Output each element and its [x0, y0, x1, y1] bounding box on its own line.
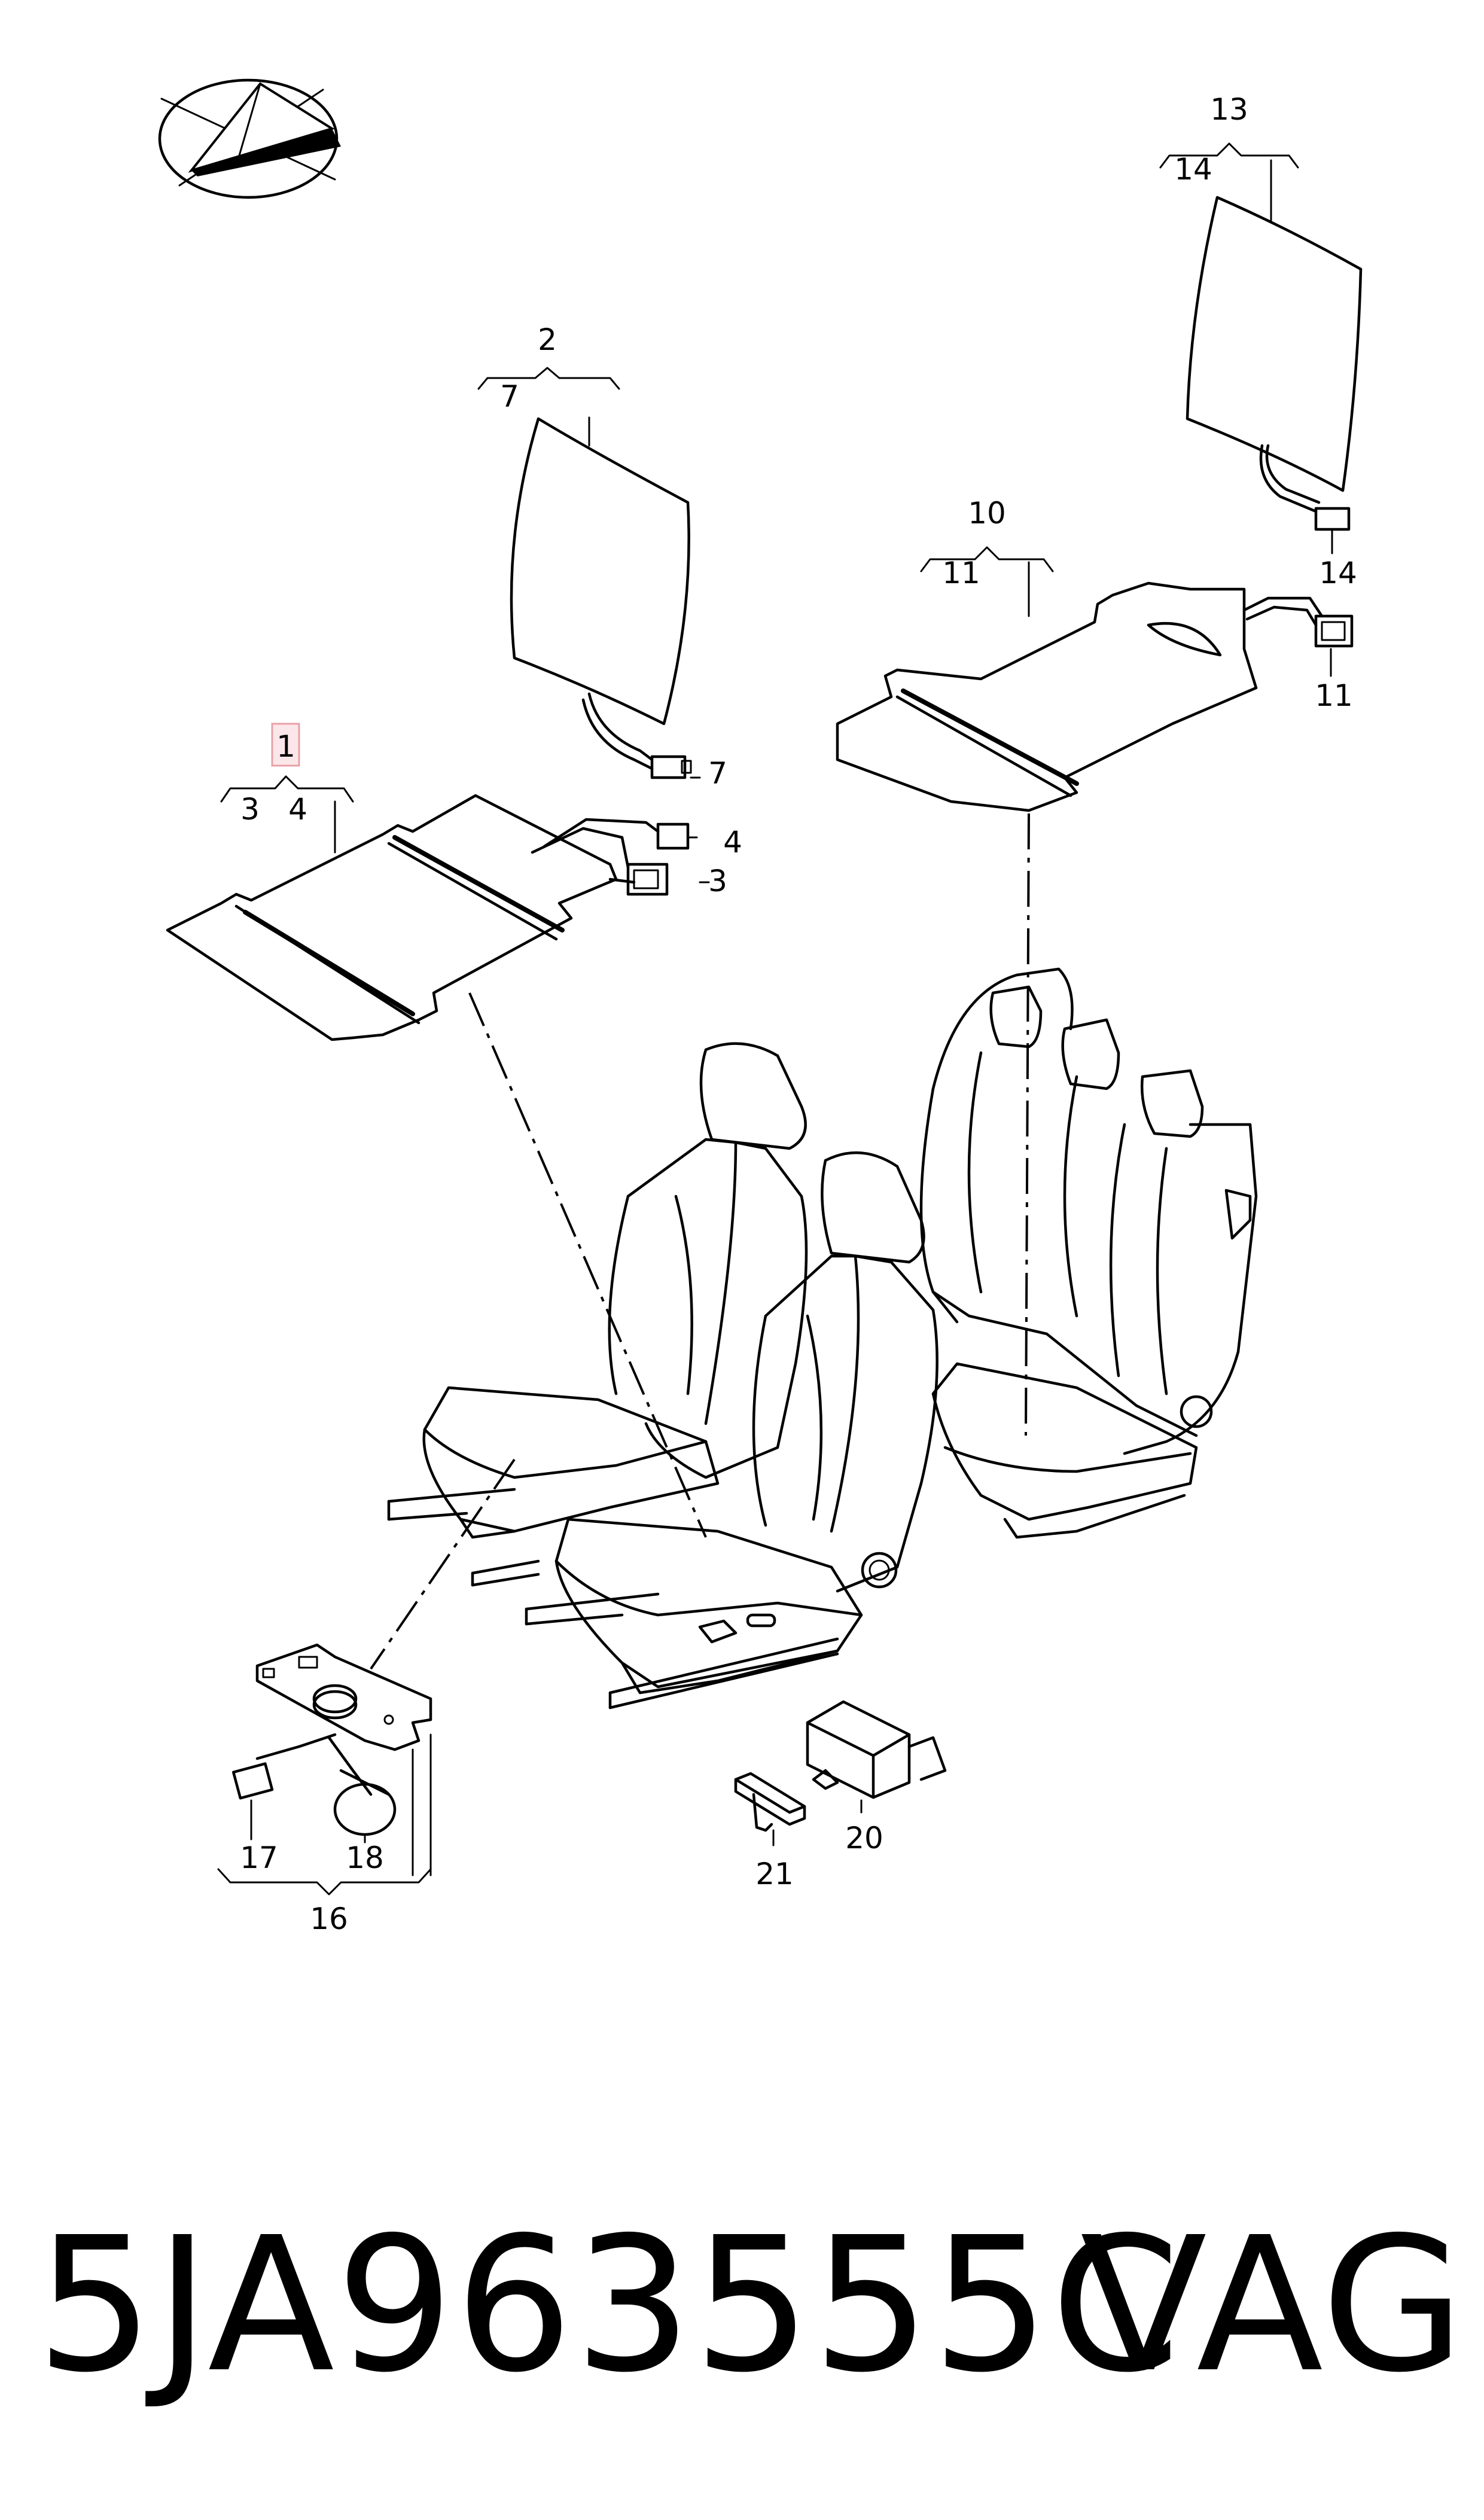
callout-2-group: 2 7 7: [477, 322, 727, 791]
callout-14-secondary: 14: [1174, 152, 1212, 187]
seats-illustration: [387, 967, 1258, 1710]
callout-20: 20: [845, 1821, 883, 1855]
callout-18: 18: [346, 1841, 384, 1875]
callout-1-highlight: [271, 723, 300, 767]
callout-10: 10: [968, 496, 1006, 531]
callout-13-group: 13 14 14: [1159, 92, 1357, 590]
brand-name: VAG: [1080, 2198, 1466, 2414]
callout-11: 11: [1315, 678, 1353, 713]
callout-17: 17: [240, 1841, 278, 1875]
callout-2: 2: [538, 322, 557, 357]
part-21-bracket: [734, 1772, 806, 1846]
part-1-cushion-mat: [166, 794, 698, 1041]
part-20-control-unit: [806, 1700, 947, 1814]
paper-plane-logo-icon: [158, 78, 341, 199]
callout-7-secondary: 7: [500, 379, 519, 414]
callout-14: 14: [1319, 556, 1357, 590]
callout-16: 16: [310, 1902, 348, 1936]
callout-11-secondary: 11: [942, 556, 980, 590]
callout-16-group: 17 18 16: [217, 1841, 432, 1936]
callout-1-group: 1 3 4 4 3: [220, 723, 742, 898]
callout-10-group: 10 11 11: [920, 496, 1353, 713]
callout-3: 3: [708, 864, 727, 898]
part-10-rear-cushion-mat: [836, 561, 1354, 812]
callout-4: 4: [723, 825, 742, 860]
callout-3-secondary: 3: [240, 792, 260, 827]
leader-lines: [370, 813, 1030, 1670]
callout-13: 13: [1210, 92, 1248, 127]
part-2-backrest-mat: [510, 416, 701, 779]
callout-21: 21: [755, 1857, 794, 1891]
part-16-sensor: [231, 1643, 432, 1876]
callout-7: 7: [708, 756, 727, 791]
part-13-rear-backrest-mat: [1186, 159, 1363, 531]
callout-4-secondary: 4: [288, 792, 307, 827]
callout-1: 1: [276, 729, 295, 764]
part-number: 5JA963555C: [36, 2198, 1182, 2414]
